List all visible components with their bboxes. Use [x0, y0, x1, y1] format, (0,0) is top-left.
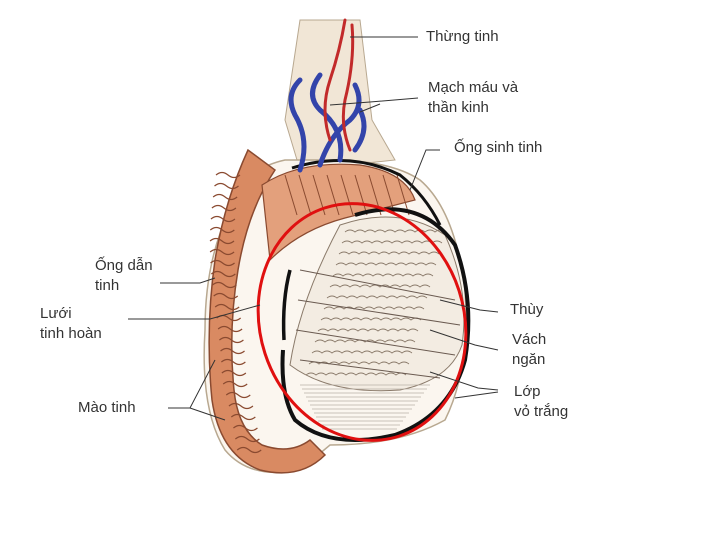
epididymis-coil — [221, 369, 247, 377]
lobule-tubule — [308, 361, 410, 365]
septum-line — [299, 269, 456, 301]
lobule-tubule — [311, 350, 413, 354]
leader-ong-dan-tinh — [160, 277, 216, 284]
lobule-tubule — [332, 273, 434, 277]
lobule-tubule — [341, 240, 443, 244]
label-mach-mau-line1: Mạch máu và — [428, 79, 519, 96]
epididymis-coil — [214, 182, 239, 190]
head-stripe — [298, 174, 312, 216]
lobule-tubule — [305, 372, 407, 376]
lobule-tubules — [305, 229, 446, 376]
epididymis-band — [208, 148, 327, 474]
label-luoi-line1: Lưới — [40, 305, 72, 322]
tunica-hatching — [300, 384, 430, 430]
blood-vessels-arteries — [323, 18, 355, 152]
mediastinum-line — [281, 269, 292, 341]
epididymis-coil — [214, 303, 240, 311]
epididymis-head-stripes — [284, 174, 410, 216]
label-thung-tinh: Thừng tinh — [426, 28, 499, 45]
epididymis-coils — [209, 171, 262, 454]
artery-path — [341, 23, 355, 152]
epididymis-coil — [210, 259, 235, 267]
head-stripe — [340, 174, 354, 216]
leader-lop — [429, 371, 499, 391]
head-stripe — [284, 174, 298, 216]
epididymis-coil — [233, 424, 258, 432]
epididymis-coil — [225, 391, 251, 399]
leader-vach — [429, 329, 499, 351]
head-stripe — [396, 174, 410, 216]
highlight-ring — [256, 202, 468, 442]
label-thuy: Thùy — [510, 301, 544, 318]
lobule-tubule — [326, 295, 428, 299]
artery-path — [323, 18, 347, 142]
vein-path — [310, 72, 344, 163]
septum-line — [299, 359, 441, 379]
leader-mao-tinh-2 — [189, 407, 226, 421]
epididymis-coil — [215, 171, 241, 179]
epididymis-coil — [210, 270, 236, 278]
lobule-tubule — [317, 328, 419, 332]
label-luoi-line2: tinh hoàn — [40, 325, 102, 342]
epididymis-coil — [209, 226, 235, 234]
spermatic-cord — [284, 19, 396, 171]
label-lop-line2: vỏ trắng — [514, 403, 569, 420]
epididymis-coil — [212, 281, 237, 289]
lobules-region — [289, 216, 465, 392]
epididymis-coil — [209, 248, 235, 256]
leader-mach-mau-2 — [359, 103, 381, 113]
epididymis-coil — [230, 413, 256, 421]
label-ong-sinh-tinh: Ống sinh tinh — [454, 139, 543, 156]
epididymis-coil — [211, 204, 237, 212]
lobule-tubule — [320, 317, 422, 321]
leader-ong-sinh-tinh — [409, 149, 440, 191]
epididymis-coil — [217, 325, 243, 333]
lobule-tubule — [314, 339, 416, 343]
vein-path — [317, 82, 362, 168]
lobule-tubule — [329, 284, 431, 288]
label-vach-line2: ngăn — [512, 351, 546, 368]
head-stripe — [326, 174, 340, 216]
epididymis-coil — [209, 237, 235, 245]
leader-lop-2 — [454, 391, 499, 399]
label-vach-line1: Vách — [512, 331, 547, 348]
epididymis-coil — [219, 336, 244, 344]
epididymis-coil — [236, 446, 262, 454]
lobule-tubule — [335, 262, 437, 266]
label-ong-dan-line2: tinh — [95, 277, 120, 294]
lobule-tubule — [323, 306, 425, 310]
epididymis-coil — [212, 193, 238, 201]
leader-lines — [128, 36, 499, 421]
lobule-tubule — [344, 229, 446, 233]
label-ong-dan-line1: Ống dẫn — [95, 257, 153, 274]
epididymis-coil — [222, 380, 248, 388]
leader-thuy — [439, 299, 499, 313]
septa-lines — [295, 269, 461, 379]
label-mach-mau-line2: thần kinh — [428, 99, 489, 116]
head-stripe — [354, 174, 368, 216]
epididymis-coil — [220, 347, 245, 355]
epididymis-coil — [210, 215, 236, 223]
septum-line — [297, 299, 461, 326]
septum-line — [295, 329, 456, 356]
blood-vessels-veins — [288, 72, 367, 173]
vein-path — [288, 77, 307, 173]
lobule-tubule — [338, 251, 440, 255]
label-mao-tinh: Mào tinh — [78, 399, 136, 416]
leader-mach-mau — [329, 97, 419, 106]
vein-path — [352, 107, 367, 153]
label-lop-line1: Lớp — [514, 383, 541, 400]
epididymis-coil — [228, 402, 254, 410]
leader-luoi — [128, 304, 261, 320]
epididymis-coil — [213, 292, 239, 300]
epididymis-coil — [220, 358, 246, 366]
epididymis-coil — [234, 435, 260, 443]
